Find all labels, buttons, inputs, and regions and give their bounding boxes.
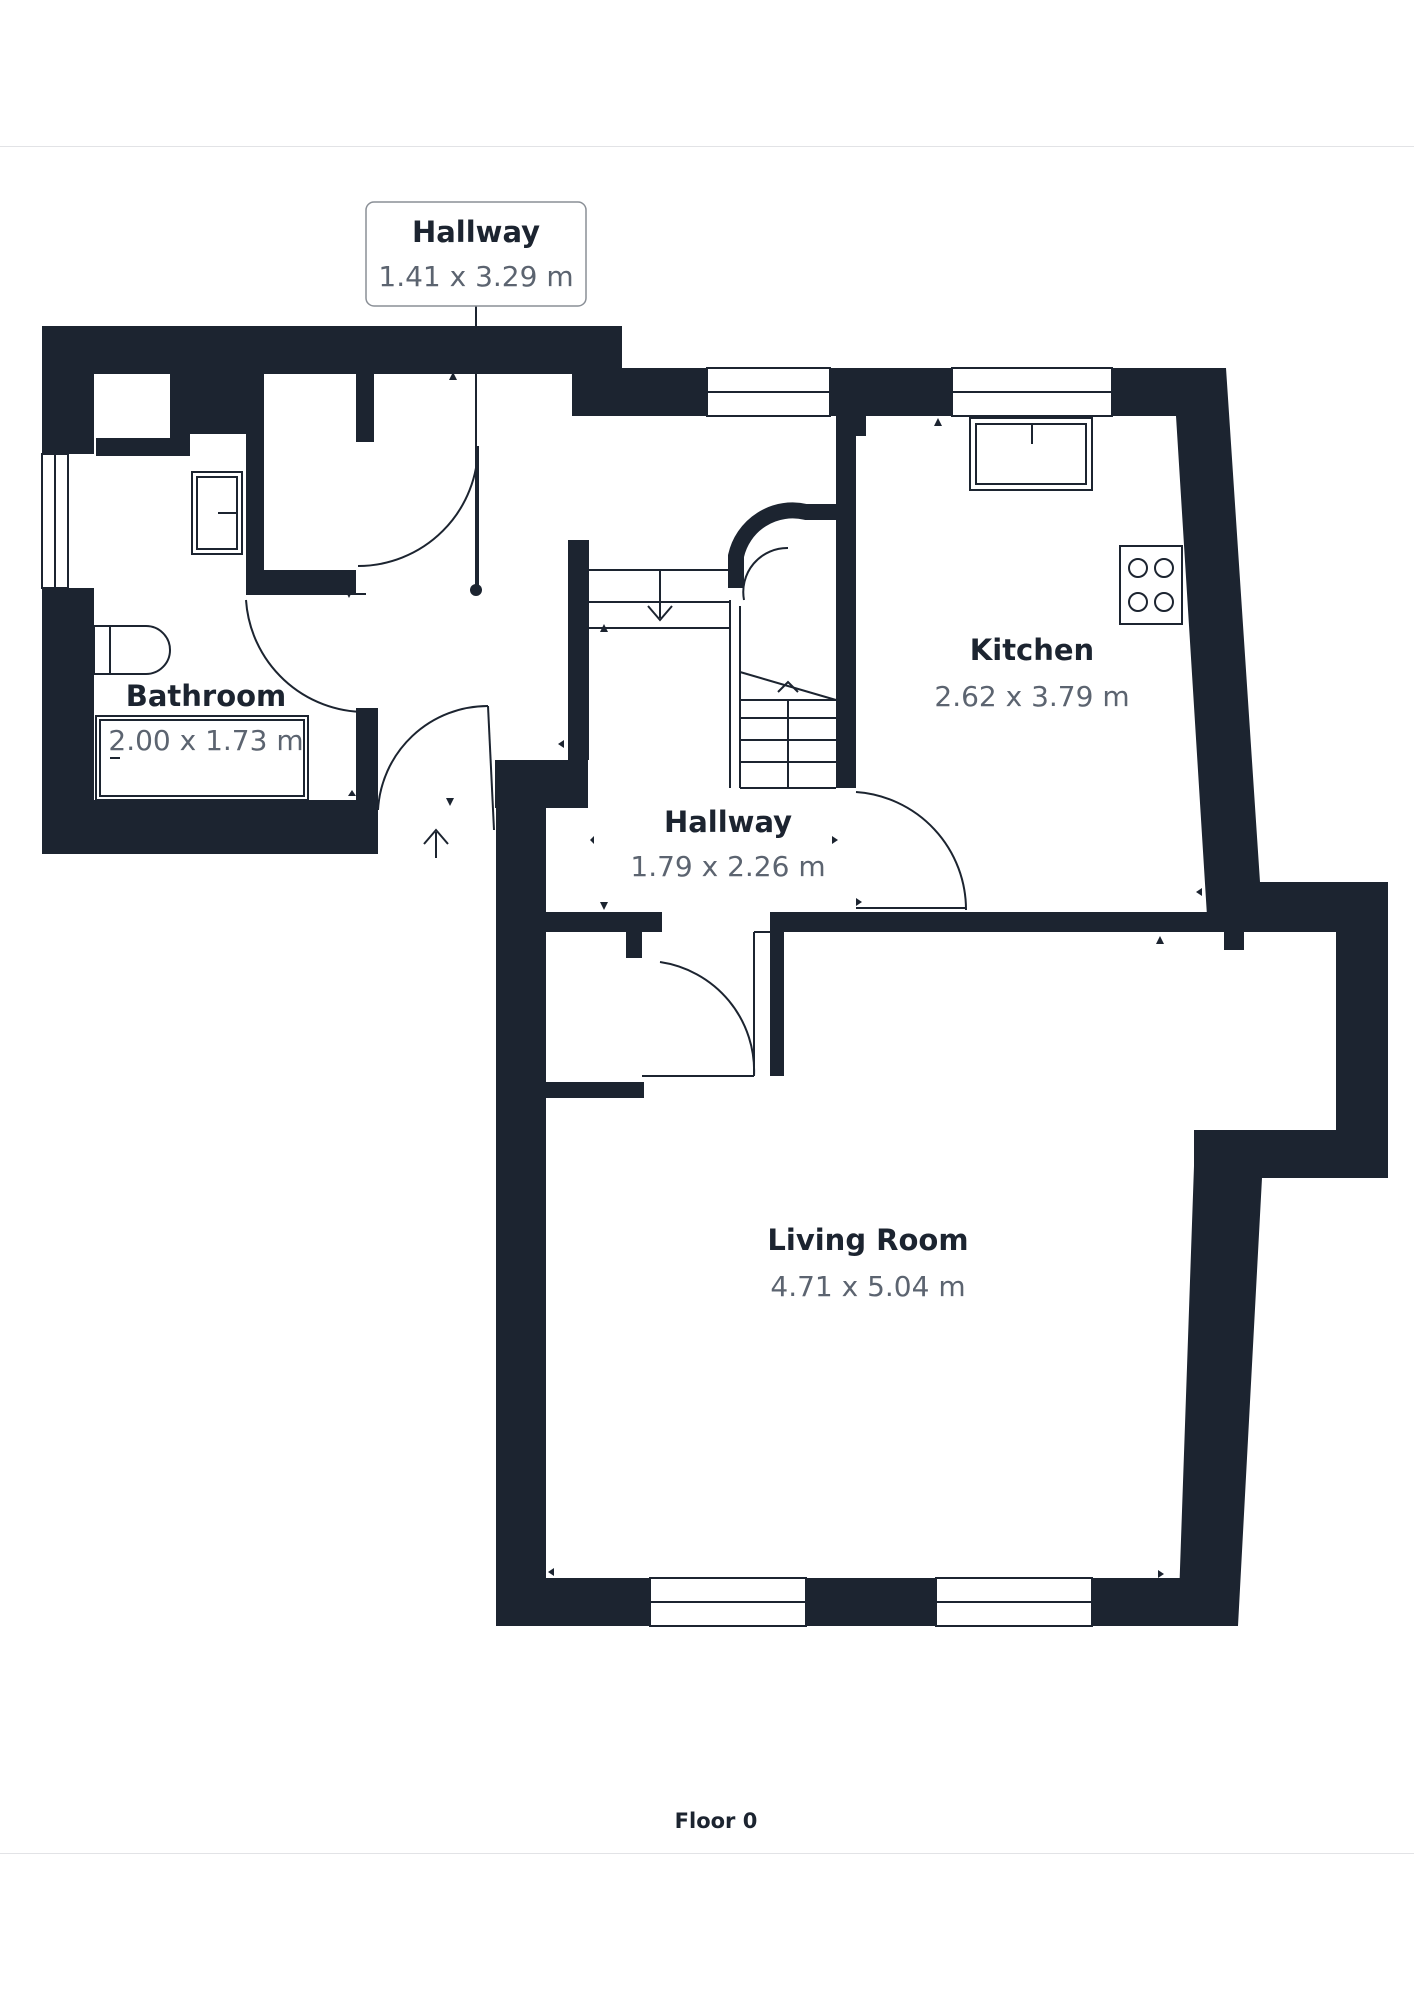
room-dims-living-room: 4.71 x 5.04 m — [770, 1270, 965, 1303]
wall — [356, 708, 378, 854]
wall — [246, 570, 356, 594]
wall — [42, 326, 622, 374]
room-dims-kitchen: 2.62 x 3.79 m — [934, 680, 1129, 713]
wall — [42, 326, 94, 454]
wall — [806, 1578, 936, 1626]
bottom-divider — [0, 1853, 1414, 1854]
sink-icon — [191, 471, 243, 555]
wall — [572, 368, 707, 416]
wall — [1224, 932, 1244, 950]
wall — [626, 932, 642, 958]
entrance-arrow-icon — [423, 828, 449, 858]
wall — [546, 1082, 644, 1098]
wall — [96, 438, 172, 456]
bathtub-icon — [95, 715, 309, 801]
floor-label: Floor 0 — [675, 1809, 758, 1833]
wall — [170, 434, 190, 456]
wall — [568, 540, 588, 760]
wall — [770, 912, 784, 1076]
wall — [1176, 368, 1388, 1626]
dimension-ticks — [150, 372, 1202, 1578]
wall — [626, 1082, 642, 1098]
hob-icon — [1119, 545, 1183, 625]
room-name-hallway-top: Hallway — [412, 215, 540, 249]
wall — [246, 374, 264, 570]
wall — [356, 374, 374, 442]
wall — [42, 800, 376, 854]
wall — [1092, 1578, 1238, 1626]
room-name-living-room: Living Room — [767, 1223, 968, 1257]
fixtures — [41, 367, 1113, 1627]
wall — [836, 416, 856, 788]
stairs-icon — [588, 569, 837, 789]
top-divider — [0, 146, 1414, 147]
wall — [496, 760, 546, 1626]
wall — [546, 912, 662, 932]
hallway-label-box — [365, 201, 587, 307]
room-name-hallway-mid: Hallway — [664, 805, 792, 839]
room-dims-hallway-mid: 1.79 x 2.26 m — [630, 850, 825, 883]
sink-icon — [969, 417, 1093, 491]
toilet-icon — [93, 625, 171, 675]
room-dims-bathroom: 2.00 x 1.73 m — [108, 724, 303, 757]
wall — [780, 912, 1224, 932]
wall — [836, 416, 866, 436]
room-name-bathroom: Bathroom — [126, 679, 287, 713]
wall — [1208, 912, 1222, 932]
wall — [830, 368, 952, 416]
light-point-icon — [470, 584, 482, 596]
walls — [42, 326, 1388, 1626]
room-name-kitchen: Kitchen — [970, 633, 1094, 667]
room-dims-hallway-top: 1.41 x 3.29 m — [378, 260, 573, 293]
wall — [496, 1578, 650, 1626]
